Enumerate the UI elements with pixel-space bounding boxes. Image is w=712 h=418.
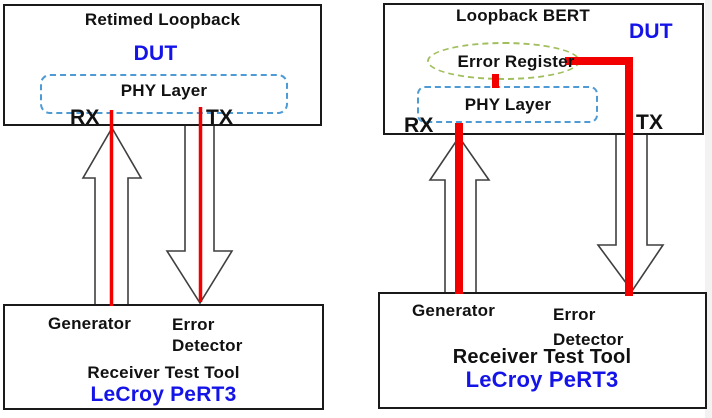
right-generator-label: Generator	[412, 301, 496, 320]
page-edge-band	[705, 0, 712, 418]
right-error-detector-label: Error Detector	[553, 305, 624, 349]
right-brand-label: LeCroy PeRT3	[465, 367, 619, 392]
left-tx-port-label: TX	[206, 106, 234, 129]
left-phy-layer-label: PHY Layer	[120, 81, 208, 100]
right-tx-port-label: TX	[636, 111, 664, 134]
right-dut-label: DUT	[629, 20, 673, 43]
right-tester-box	[378, 292, 707, 409]
left-brand-label: LeCroy PeRT3	[90, 383, 237, 406]
left-tester-box	[3, 304, 324, 410]
left-tool-label: Receiver Test Tool	[87, 363, 240, 382]
right-diagram-title: Loopback BERT	[456, 6, 590, 25]
right-tx-to-error-detector-arrow	[596, 135, 665, 293]
left-diagram-title: Retimed Loopback	[84, 10, 241, 29]
right-rx-port-label: RX	[404, 114, 434, 137]
left-error-detector-label: Error Detector	[172, 315, 243, 355]
right-tool-label: Receiver Test Tool	[452, 346, 632, 368]
left-generator-label: Generator	[48, 314, 132, 333]
left-dut-box	[3, 4, 322, 126]
left-rx-port-label: RX	[70, 106, 100, 129]
right-error-register-label: Error Register	[457, 52, 575, 71]
right-generator-to-rx-arrow	[428, 135, 491, 293]
left-generator-to-rx-arrow	[81, 126, 143, 305]
left-dut-label: DUT	[133, 42, 178, 65]
left-tx-to-error-detector-arrow	[165, 126, 234, 305]
right-phy-layer-label: PHY Layer	[464, 95, 552, 114]
left-phy-layer-dashed-box	[40, 74, 288, 114]
